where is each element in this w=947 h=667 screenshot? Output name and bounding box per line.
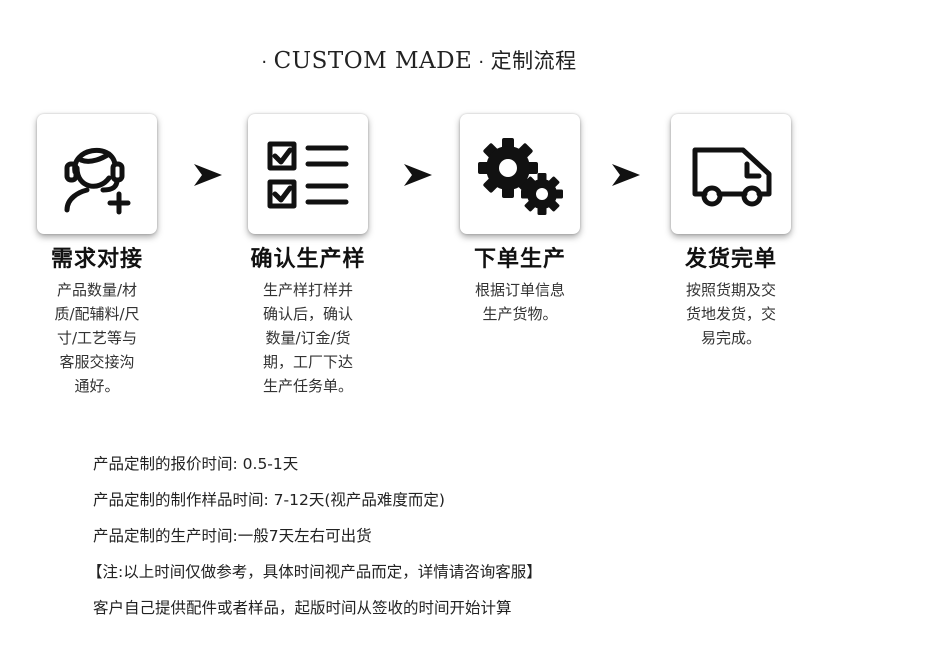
step-delivery: 发货完单 按照货期及交 货地发货，交 易完成。 (641, 114, 821, 350)
step-confirm-sample: 确认生产样 生产样打样并 确认后，确认 数量/订金/货 期，工厂下达 生产任务单… (218, 114, 398, 398)
title-dot-right: · (478, 52, 485, 73)
desc-line: 货地发货，交 (685, 305, 776, 323)
step-title: 确认生产样 (250, 247, 366, 272)
desc-line: 质/配辅料/尺 (54, 305, 140, 323)
note-quote-time: 产品定制的报价时间: 0.5-1天 (93, 455, 299, 473)
arrow-right-icon (194, 164, 222, 186)
arrow-right-icon (612, 164, 640, 186)
note-customer-parts: 客户自己提供配件或者样品，起版时间从签收的时间开始计算 (93, 599, 512, 617)
desc-line: 确认后，确认 (262, 305, 353, 323)
note-sample-time: 产品定制的制作样品时间: 7-12天(视产品难度而定) (93, 491, 445, 509)
step-icon-box (37, 114, 157, 234)
desc-line: 根据订单信息 (474, 281, 565, 299)
desc-line: 客服交接沟 (59, 353, 135, 371)
step-icon-box (460, 114, 580, 234)
note-production-time: 产品定制的生产时间:一般7天左右可出货 (93, 527, 372, 545)
step-title: 发货完单 (684, 247, 777, 272)
notes-section: 产品定制的报价时间: 0.5-1天 产品定制的制作样品时间: 7-12天(视产品… (87, 452, 542, 632)
step-requirement: 需求对接 产品数量/材 质/配辅料/尺 寸/工艺等与 客服交接沟 通好。 (7, 114, 187, 398)
step-title: 下单生产 (473, 247, 566, 272)
step-description: 生产样打样并 确认后，确认 数量/订金/货 期，工厂下达 生产任务单。 (243, 278, 373, 398)
desc-line: 寸/工艺等与 (56, 329, 138, 347)
checklist-icon (267, 141, 349, 209)
desc-line: 易完成。 (700, 329, 761, 347)
delivery-truck-icon (692, 147, 772, 207)
step-title: 需求对接 (50, 247, 143, 272)
desc-line: 生产任务单。 (262, 377, 353, 395)
desc-line: 期，工厂下达 (262, 353, 353, 371)
desc-line: 按照货期及交 (685, 281, 776, 299)
step-description: 根据订单信息 生产货物。 (455, 278, 585, 326)
desc-line: 数量/订金/货 (265, 329, 351, 347)
arrow-right-icon (404, 164, 432, 186)
step-description: 产品数量/材 质/配辅料/尺 寸/工艺等与 客服交接沟 通好。 (37, 278, 157, 398)
gears-icon (478, 138, 563, 215)
note-disclaimer: 【注:以上时间仅做参考，具体时间视产品而定，详情请咨询客服】 (87, 563, 542, 581)
customer-service-headset-icon (64, 147, 131, 215)
title-english: CUSTOM MADE (273, 48, 473, 74)
step-description: 按照货期及交 货地发货，交 易完成。 (671, 278, 791, 350)
desc-line: 产品数量/材 (56, 281, 138, 299)
desc-line: 生产货物。 (482, 305, 558, 323)
title-chinese: 定制流程 (490, 49, 577, 73)
step-production: 下单生产 根据订单信息 生产货物。 (430, 114, 610, 326)
desc-line: 生产样打样并 (262, 281, 353, 299)
page-title: ·CUSTOM MADE·定制流程 (0, 46, 832, 78)
step-icon-box (248, 114, 368, 234)
desc-line: 通好。 (74, 377, 120, 395)
step-icon-box (671, 114, 791, 234)
title-dot-left: · (261, 52, 268, 73)
